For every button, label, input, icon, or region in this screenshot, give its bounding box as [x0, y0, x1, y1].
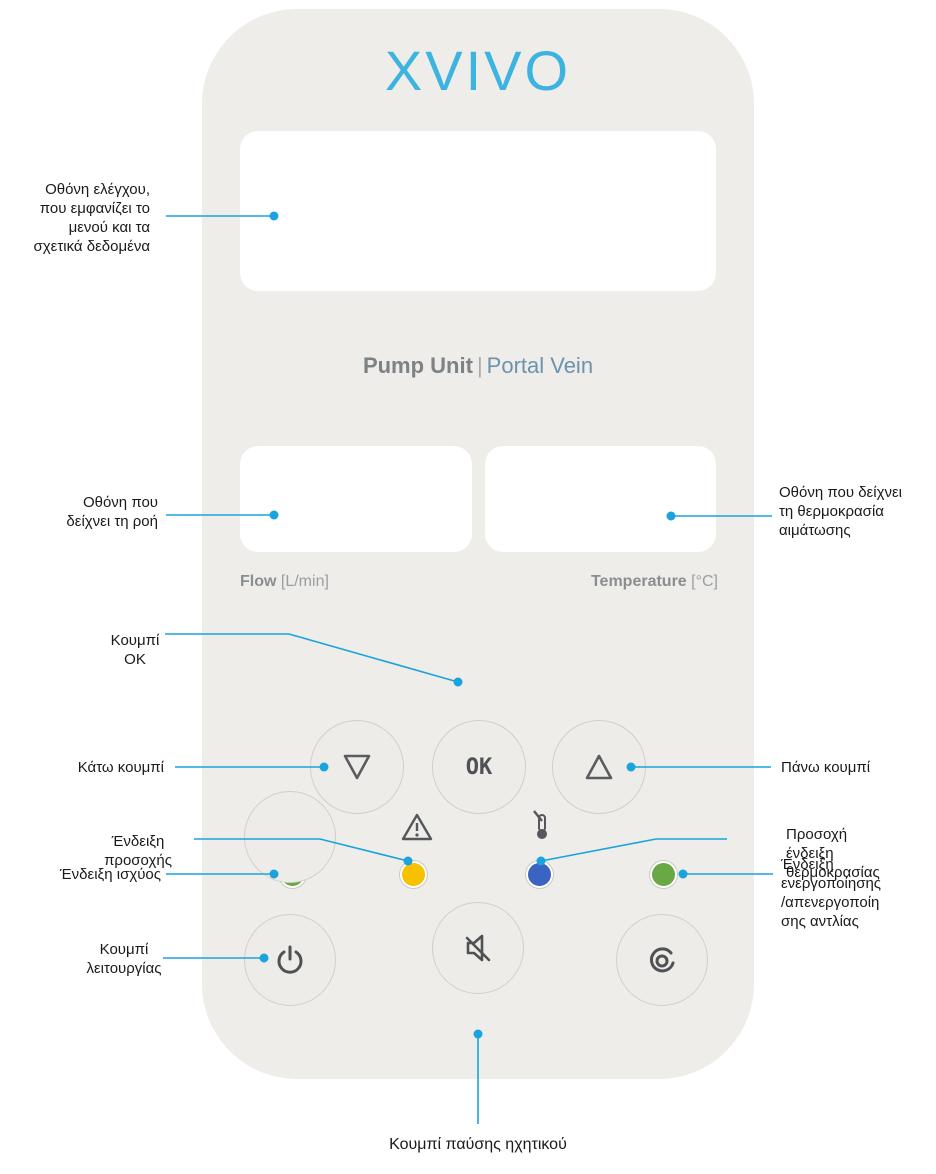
triangle-up-icon	[585, 754, 613, 780]
callout-line: ενεργοποίησης	[781, 875, 882, 892]
unit-title-separator: |	[476, 353, 483, 378]
flow-screen	[240, 446, 472, 552]
callout-up-button: Πάνω κουμπί	[781, 758, 870, 777]
flow-label: Flow [L/min]	[240, 573, 329, 591]
callout-line: Κουμπί	[99, 941, 149, 958]
callout-line: ένδειξη	[786, 845, 834, 862]
power-button[interactable]	[244, 914, 336, 1006]
pump-icon	[649, 947, 675, 973]
callout-line: Πάνω κουμπί	[781, 759, 871, 776]
unit-title-secondary: Portal Vein	[486, 353, 594, 378]
callout-line: /απενεργοποίη	[781, 894, 880, 911]
callout-line: λειτουργίας	[86, 960, 162, 977]
callout-line: θερμοκρασίας	[786, 864, 880, 881]
power-button[interactable]	[244, 791, 336, 883]
temperature-label: Temperature [°C]	[591, 573, 718, 591]
flow-label-unit: [L/min]	[280, 573, 329, 590]
warning-indicator-led	[400, 861, 427, 888]
callout-line: σης αντλίας	[781, 913, 859, 930]
up-button[interactable]	[552, 720, 646, 814]
callout-line: Κουμπί παύσης ηχητικού	[389, 1136, 567, 1153]
callout-down-button: Κάτω κουμπί	[78, 758, 164, 777]
triangle-down-icon	[343, 754, 371, 780]
warning-triangle-icon	[401, 813, 433, 841]
callout-ok-button: Κουμπί OK	[95, 631, 175, 669]
callout-pump-indicator: Ένδειξη ενεργοποίησης /απενεργοποίη σης …	[781, 855, 881, 931]
temperature-screen	[485, 446, 716, 552]
down-button[interactable]	[310, 720, 404, 814]
callout-power-indicator: Ένδειξη ισχύος	[60, 865, 161, 884]
unit-title: Pump Unit|Portal Vein	[202, 353, 754, 379]
temperature-label-unit: [°C]	[691, 573, 718, 590]
callout-line: Οθόνη που δείχνει	[779, 484, 902, 501]
power-icon	[277, 945, 303, 974]
flow-label-bold: Flow	[240, 573, 277, 590]
pump-button[interactable]	[616, 914, 708, 1006]
callout-flow-screen: Οθόνη που δείχνει τη ροή	[66, 493, 158, 531]
callout-line: Ένδειξη	[111, 833, 165, 850]
callout-line: Ένδειξη ισχύος	[59, 866, 161, 883]
mute-button[interactable]	[432, 902, 524, 994]
callout-line: Οθόνη ελέγχου,	[45, 181, 150, 198]
callout-line: Προσοχή	[786, 826, 848, 843]
callout-line: αιμάτωσης	[779, 522, 851, 539]
pump-indicator-led	[650, 861, 677, 888]
callout-line: που εμφανίζει το	[39, 200, 150, 217]
callout-warning-indicator: Ένδειξη προσοχής	[95, 832, 181, 870]
callout-line: Κουμπί	[110, 632, 160, 649]
callout-line: σχετικά δεδομένα	[33, 238, 150, 255]
thermometer-icon	[533, 810, 547, 839]
callout-power-button: Κουμπί λειτουργίας	[69, 940, 179, 978]
callout-temperature-screen: Οθόνη που δείχνει τη θερμοκρασία αιμάτωσ…	[779, 483, 902, 540]
callout-line: δείχνει τη ροή	[66, 513, 158, 530]
callout-line: Ένδειξη	[781, 856, 834, 873]
xvivo-logo: XVIVO	[384, 39, 572, 102]
control-screen	[240, 131, 716, 291]
callout-control-screen: Οθόνη ελέγχου, που εμφανίζει το μενού κα…	[34, 180, 150, 256]
callout-mute-button: Κουμπί παύσης ηχητικού	[318, 1135, 638, 1154]
speaker-mute-icon	[465, 934, 491, 962]
callout-line: OK	[124, 651, 146, 668]
callout-line: τη θερμοκρασία	[779, 503, 884, 520]
unit-title-primary: Pump Unit	[362, 353, 473, 378]
callout-line: Οθόνη που	[82, 494, 158, 511]
callout-line: μενού και τα	[68, 219, 150, 236]
temperature-warning-led	[526, 861, 553, 888]
callout-line: προσοχής	[104, 852, 172, 869]
callout-line: Κάτω κουμπί	[77, 759, 164, 776]
callout-temperature-warning: Προσοχή ένδειξη θερμοκρασίας	[786, 825, 880, 882]
ok-button[interactable]: OK	[432, 720, 526, 814]
temperature-label-bold: Temperature	[590, 573, 687, 590]
ok-button-label: OK	[465, 754, 493, 780]
